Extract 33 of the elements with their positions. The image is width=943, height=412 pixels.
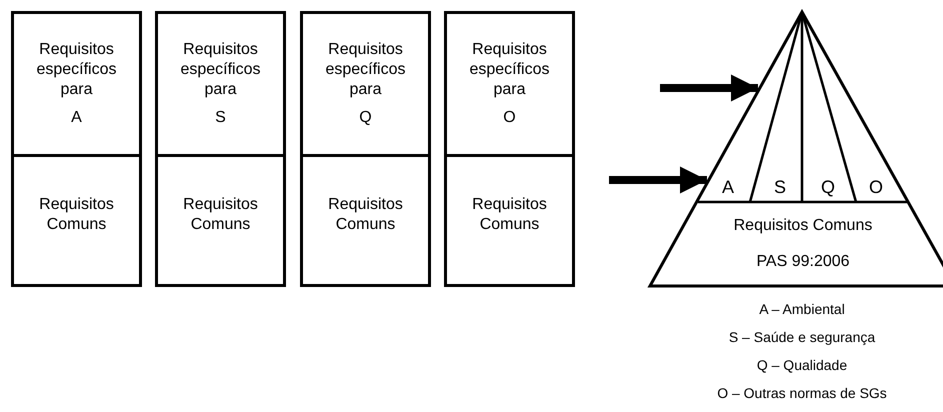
- requirement-box: [300, 11, 431, 157]
- arrow: [609, 166, 707, 194]
- section-letter: A: [722, 177, 734, 197]
- legend-entry: O – Outras normas de SGs: [717, 385, 887, 401]
- section-letter: Q: [820, 177, 835, 197]
- legend-entry: A – Ambiental: [759, 301, 845, 317]
- standard-name: PAS 99:2006: [756, 252, 850, 272]
- legend-entry: S – Saúde e segurança: [728, 329, 876, 345]
- box-letter: Q: [359, 108, 372, 128]
- box-heading: Requisitos Comuns: [38, 195, 115, 235]
- section-letter: S: [774, 177, 786, 197]
- box-heading: Requisitos Comuns: [471, 195, 548, 235]
- box-heading: Requisitos específicos para: [180, 40, 261, 100]
- section-letter: O: [868, 177, 883, 197]
- box-letter: A: [71, 108, 82, 128]
- requirement-box: [155, 11, 286, 157]
- band-title: Requisitos Comuns: [734, 216, 872, 236]
- box-heading: Requisitos específicos para: [36, 40, 117, 100]
- requirement-box: [155, 154, 286, 287]
- box-letter: O: [503, 108, 516, 128]
- legend-entry: Q – Qualidade: [756, 357, 848, 373]
- box-heading: Requisitos Comuns: [327, 195, 404, 235]
- box-heading: Requisitos Comuns: [182, 195, 259, 235]
- box-heading: Requisitos específicos para: [469, 40, 550, 100]
- arrow: [660, 74, 758, 102]
- requirement-box: [444, 154, 575, 287]
- requirement-box: [300, 154, 431, 287]
- requirement-box: [11, 11, 142, 157]
- box-letter: S: [215, 108, 226, 128]
- requirement-box: [444, 11, 575, 157]
- pyramid-diagram: [650, 12, 943, 287]
- requirement-box: [11, 154, 142, 287]
- box-heading: Requisitos específicos para: [325, 40, 406, 100]
